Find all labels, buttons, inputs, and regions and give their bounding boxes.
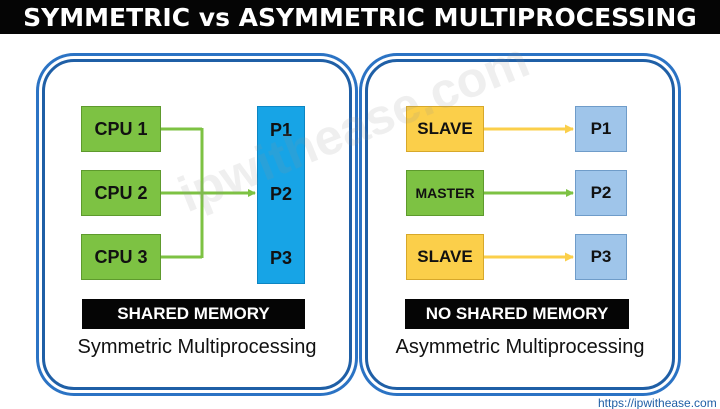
symmetric-caption: Symmetric Multiprocessing: [77, 336, 317, 358]
process-p2-box: P2: [575, 170, 627, 216]
footer-url-link[interactable]: https://ipwithease.com: [598, 396, 717, 409]
slave-1-box: SLAVE: [406, 106, 484, 152]
master-box: MASTER: [406, 170, 484, 216]
page-title: SYMMETRIC vs ASYMMETRIC MULTIPROCESSING: [23, 2, 697, 32]
shared-memory-bar: SHARED MEMORY: [82, 299, 305, 329]
process-p1-box: P1: [575, 106, 627, 152]
shared-process-strip: [257, 106, 305, 284]
process-p2-label: P2: [269, 184, 293, 204]
asymmetric-caption: Asymmetric Multiprocessing: [395, 336, 645, 358]
cpu-1-box: CPU 1: [81, 106, 161, 152]
process-p1-label: P1: [269, 120, 293, 140]
process-p3-box: P3: [575, 234, 627, 280]
title-bar: SYMMETRIC vs ASYMMETRIC MULTIPROCESSING: [0, 0, 720, 34]
slave-2-box: SLAVE: [406, 234, 484, 280]
no-shared-memory-bar: NO SHARED MEMORY: [405, 299, 629, 329]
cpu-3-box: CPU 3: [81, 234, 161, 280]
cpu-2-box: CPU 2: [81, 170, 161, 216]
process-p3-label: P3: [269, 248, 293, 268]
